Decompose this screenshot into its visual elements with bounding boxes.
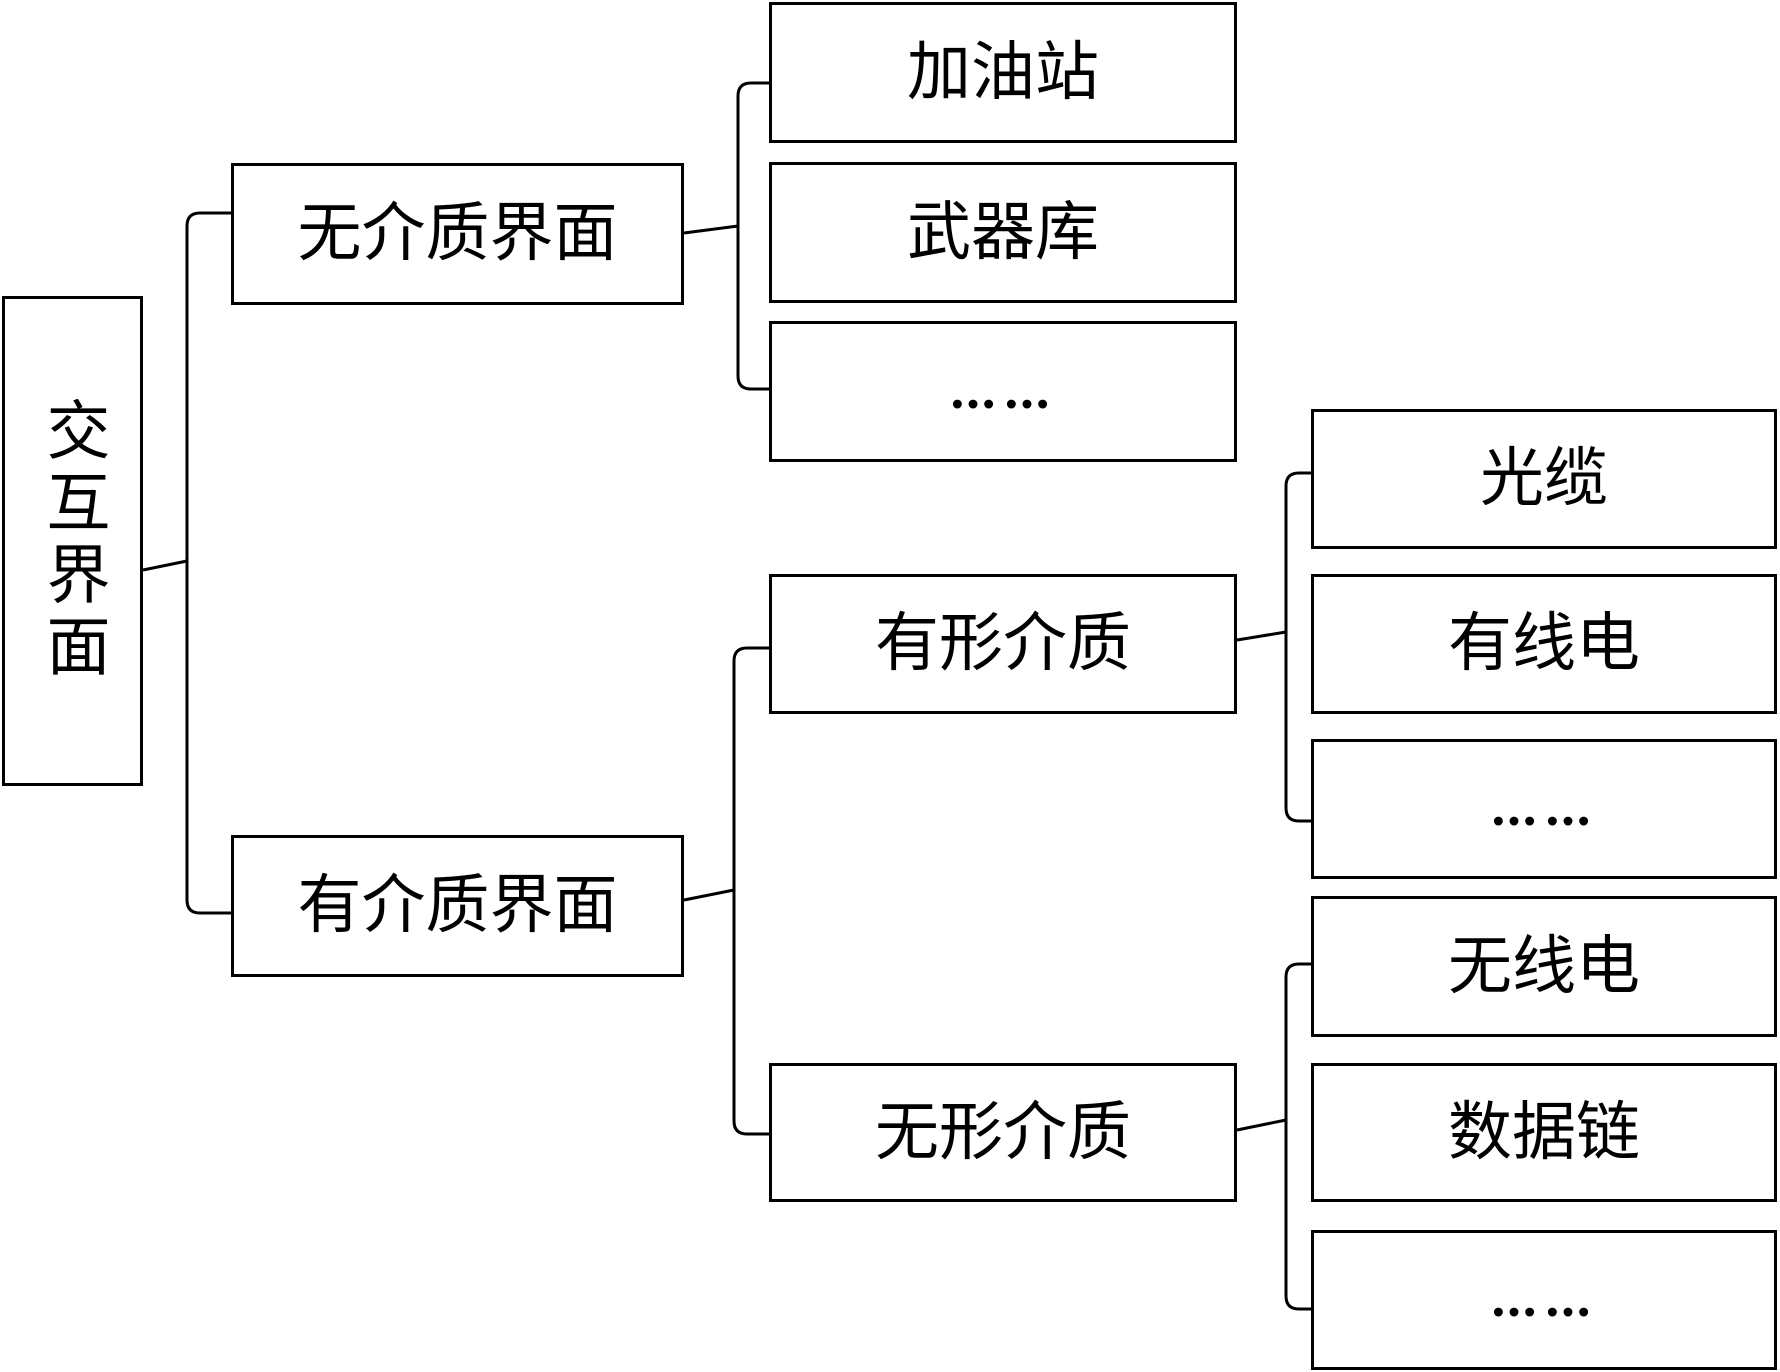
node-intangible-medium: 无形介质 bbox=[769, 1063, 1237, 1202]
node-wireless-radio-label: 无线电 bbox=[1448, 929, 1640, 1004]
node-gas-station: 加油站 bbox=[769, 2, 1237, 143]
ellipsis-text: …… bbox=[1490, 781, 1598, 837]
bracket-root bbox=[142, 211, 231, 915]
node-no-medium-ellipsis: …… bbox=[769, 321, 1237, 462]
node-tangible-ellipsis: …… bbox=[1311, 739, 1777, 879]
node-wireless-radio: 无线电 bbox=[1311, 896, 1777, 1037]
node-tangible-medium: 有形介质 bbox=[769, 574, 1237, 714]
node-intangible-ellipsis: …… bbox=[1311, 1230, 1777, 1370]
bracket-no-medium bbox=[683, 81, 769, 391]
node-wired-radio: 有线电 bbox=[1311, 574, 1777, 714]
node-armory: 武器库 bbox=[769, 162, 1237, 303]
node-wired-radio-label: 有线电 bbox=[1448, 607, 1640, 681]
node-no-medium-label: 无介质界面 bbox=[297, 197, 618, 271]
node-data-link: 数据链 bbox=[1311, 1063, 1777, 1202]
node-data-link-label: 数据链 bbox=[1448, 1095, 1640, 1170]
node-no-medium: 无介质界面 bbox=[231, 163, 684, 305]
node-gas-station-label: 加油站 bbox=[907, 35, 1099, 110]
node-optical-cable-label: 光缆 bbox=[1480, 442, 1608, 516]
node-root: 交互界面 bbox=[2, 296, 143, 786]
node-intangible-medium-label: 无形介质 bbox=[875, 1095, 1131, 1170]
node-root-label: 交互界面 bbox=[35, 397, 110, 685]
bracket-tangible bbox=[1236, 471, 1311, 823]
bracket-intangible bbox=[1236, 962, 1311, 1311]
bracket-with-medium bbox=[683, 646, 769, 1136]
node-with-medium-label: 有介质界面 bbox=[297, 869, 618, 943]
node-tangible-medium-label: 有形介质 bbox=[875, 607, 1131, 681]
node-with-medium: 有介质界面 bbox=[231, 835, 684, 977]
node-armory-label: 武器库 bbox=[907, 195, 1099, 270]
ellipsis-text: …… bbox=[949, 363, 1057, 420]
ellipsis-text: …… bbox=[1490, 1272, 1598, 1328]
node-optical-cable: 光缆 bbox=[1311, 409, 1777, 549]
